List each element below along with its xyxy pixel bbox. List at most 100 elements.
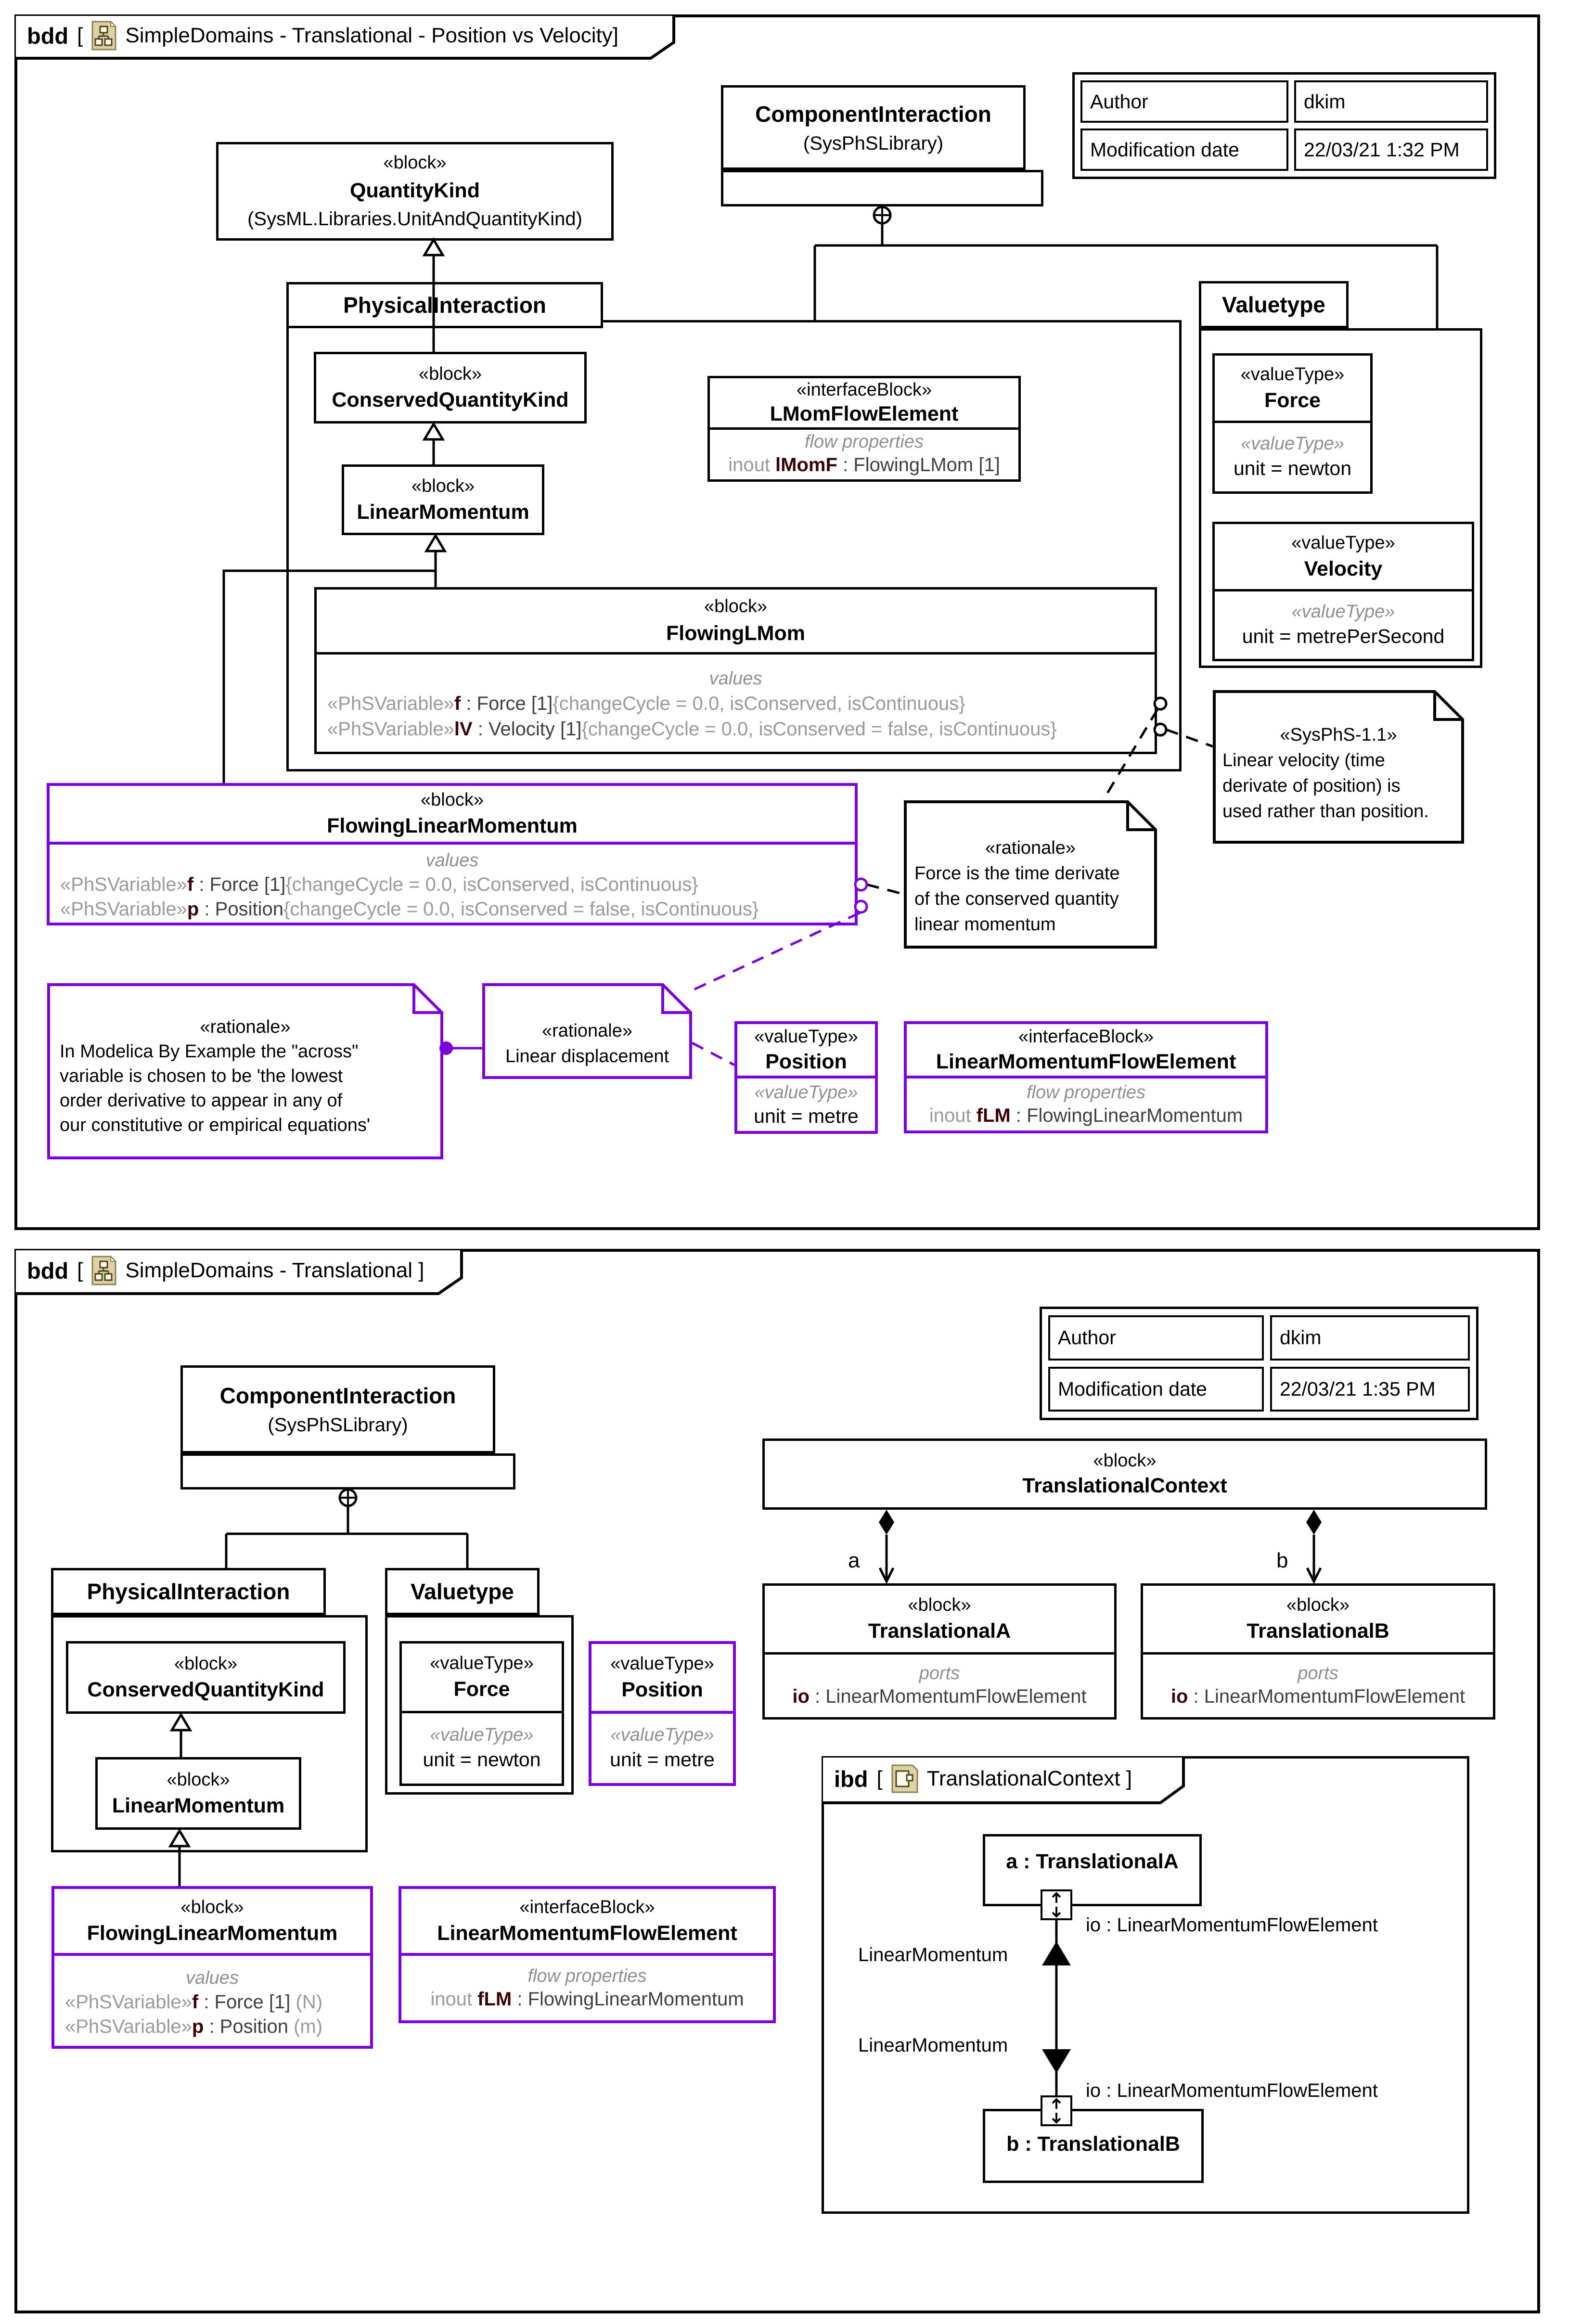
note-rationale-force[interactable]: «rationale» Force is the time derivate o…: [904, 800, 1157, 949]
port-row: io : LinearMomentumFlowElement: [1170, 1686, 1465, 1707]
block-name: LinearMomentumFlowElement: [437, 1921, 737, 1945]
block-name: LinearMomentum: [112, 1794, 285, 1817]
package-title: PhysicalInteraction: [343, 293, 546, 318]
flow-property-row: inout fLM : FlowingLinearMomentum: [929, 1105, 1243, 1126]
block-name: ConservedQuantityKind: [87, 1678, 324, 1701]
interfaceblock-linearmomentumflowelement-top[interactable]: «interfaceBlock» LinearMomentumFlowEleme…: [904, 1021, 1268, 1133]
valuetype-force-top[interactable]: «valueType» Force «valueType» unit = new…: [1212, 353, 1373, 494]
block-library: (SysPhSLibrary): [268, 1414, 408, 1436]
block-quantitykind[interactable]: «block» QuantityKind (SysML.Libraries.Un…: [216, 142, 614, 241]
block-flowinglinearmomentum-bottom[interactable]: «block» FlowingLinearMomentum values «Ph…: [51, 1886, 373, 2049]
block-name: Velocity: [1304, 557, 1383, 580]
valuetype-force-bottom[interactable]: «valueType» Force «valueType» unit = new…: [399, 1641, 564, 1786]
unit-value: unit = metre: [610, 1748, 715, 1771]
part-b-translationalb[interactable]: b : TranslationalB: [983, 2109, 1204, 2183]
compartment-label: flow properties: [1026, 1082, 1146, 1103]
author-value-cell: dkim: [1270, 1315, 1470, 1361]
tab-title: SimpleDomains - Translational - Position…: [125, 24, 619, 47]
author-value-cell: dkim: [1294, 80, 1488, 123]
moddate-value-cell: 22/03/21 1:32 PM: [1294, 128, 1488, 171]
port-direction-icon: [1052, 1892, 1061, 1918]
block-conservedquantitykind-top[interactable]: «block» ConservedQuantityKind: [314, 352, 587, 424]
author-table-top[interactable]: Author dkim Modification date 22/03/21 1…: [1072, 72, 1496, 179]
stereotype-gray: «valueType»: [430, 1725, 534, 1745]
author-label-cell: Author: [1080, 80, 1288, 123]
valuetype-position-bottom[interactable]: «valueType» Position «valueType» unit = …: [589, 1641, 736, 1786]
block-conservedquantitykind-bottom[interactable]: «block» ConservedQuantityKind: [66, 1641, 346, 1714]
compartment-label: ports: [1298, 1663, 1338, 1683]
block-componentinteraction-bottom[interactable]: ComponentInteraction (SysPhSLibrary): [180, 1365, 495, 1453]
tab-shape: [14, 14, 675, 60]
tab-open-bracket: [: [77, 24, 83, 47]
package-physicalinteraction-top[interactable]: PhysicalInteraction: [286, 282, 603, 328]
flow-property-row: inout lMomF : FlowingLMom [1]: [728, 454, 1000, 475]
block-name: TranslationalB: [1247, 1619, 1389, 1643]
tab-polygon: [14, 1249, 463, 1295]
unit-value: unit = newton: [1233, 457, 1352, 479]
note-stereotype: «rationale»: [200, 1017, 291, 1037]
stereotype-gray: «valueType»: [754, 1082, 858, 1103]
block-name: ConservedQuantityKind: [332, 388, 569, 411]
bdd-frame-bottom-tab: bdd [ SimpleDomains - Translational ]: [14, 1249, 463, 1295]
tab-kind: bdd: [27, 1258, 69, 1284]
block-translationalcontext[interactable]: «block» TranslationalContext: [762, 1438, 1487, 1510]
port-a-io[interactable]: [1041, 1889, 1072, 1920]
block-library: (SysML.Libraries.UnitAndQuantityKind): [247, 208, 582, 230]
stereotype: «block»: [167, 1769, 230, 1790]
note-line: used rather than position.: [1222, 801, 1429, 822]
block-translationalb[interactable]: «block» TranslationalB ports io : Linear…: [1141, 1583, 1495, 1720]
port-b-io[interactable]: [1041, 2095, 1072, 2126]
block-name: LinearMomentumFlowElement: [936, 1050, 1236, 1073]
bdd-frame-bottom: [14, 1249, 1540, 2313]
ibd-diagram-icon: [891, 1764, 918, 1793]
valuetype-position-top[interactable]: «valueType» Position «valueType» unit = …: [734, 1021, 878, 1134]
componentinteraction-top-compartment[interactable]: [721, 170, 1043, 206]
stereotype: «valueType»: [430, 1653, 534, 1673]
compartment-label: flow properties: [527, 1966, 647, 1986]
package-title: Valuetype: [411, 1579, 514, 1604]
value-row-p: «PhSVariable»p : Position{changeCycle = …: [60, 898, 759, 920]
value-row-f: «PhSVariable»f : Force [1]{changeCycle =…: [327, 693, 965, 714]
interfaceblock-lmomflowelement[interactable]: «interfaceBlock» LMomFlowElement flow pr…: [707, 376, 1021, 482]
compartment-label: values: [186, 1968, 239, 1988]
stereotype: «interfaceBlock»: [519, 1897, 655, 1917]
interfaceblock-linearmomentumflowelement-bottom[interactable]: «interfaceBlock» LinearMomentumFlowEleme…: [398, 1886, 776, 2023]
tab-label: bdd [ SimpleDomains - Translational ]: [14, 1249, 463, 1292]
block-componentinteraction-top[interactable]: ComponentInteraction (SysPhSLibrary): [721, 85, 1026, 170]
tab-open-bracket: [: [876, 1767, 883, 1790]
value-row-lv: «PhSVariable»lV : Velocity [1]{changeCyc…: [327, 719, 1057, 740]
note-rationale-modelica[interactable]: «rationale» In Modelica By Example the "…: [47, 983, 443, 1159]
package-physicalinteraction-bottom[interactable]: PhysicalInteraction: [51, 1568, 326, 1615]
block-name: Force: [453, 1678, 510, 1701]
block-name: TranslationalContext: [1022, 1474, 1227, 1497]
tab-kind: bdd: [27, 23, 69, 49]
block-flowinglmom[interactable]: «block» FlowingLMom values «PhSVariable»…: [314, 587, 1157, 754]
part-name: a : TranslationalA: [1006, 1850, 1179, 1873]
stereotype-gray: «valueType»: [1291, 601, 1395, 622]
note-rationale-lineardisplacement[interactable]: «rationale» Linear displacement: [482, 983, 692, 1079]
note-stereotype: «SysPhS-1.1»: [1280, 725, 1397, 745]
part-a-translationala[interactable]: a : TranslationalA: [983, 1834, 1202, 1906]
block-flowinglinearmomentum-top[interactable]: «block» FlowingLinearMomentum values «Ph…: [47, 783, 858, 925]
block-library: (SysPhSLibrary): [803, 132, 944, 154]
componentinteraction-bottom-compartment[interactable]: [180, 1453, 515, 1489]
stereotype: «block»: [174, 1653, 237, 1674]
block-translationala[interactable]: «block» TranslationalA ports io : Linear…: [762, 1583, 1117, 1720]
note-sysphs[interactable]: «SysPhS-1.1» Linear velocity (time deriv…: [1213, 690, 1464, 844]
package-valuetype-bottom[interactable]: Valuetype: [385, 1568, 540, 1615]
note-line: linear momentum: [914, 914, 1056, 935]
stereotype-gray: «valueType»: [1241, 433, 1344, 454]
block-linearmomentum-top[interactable]: «block» LinearMomentum: [342, 464, 544, 535]
flow-property-row: inout fLM : FlowingLinearMomentum: [430, 1989, 744, 2010]
stereotype: «block»: [180, 1897, 244, 1917]
note-shape: [47, 983, 443, 1159]
value-row-f: «PhSVariable»f : Force [1]{changeCycle =…: [60, 873, 698, 895]
package-title: PhysicalInteraction: [87, 1579, 290, 1604]
author-table-bottom[interactable]: Author dkim Modification date 22/03/21 1…: [1040, 1307, 1478, 1420]
package-valuetype-top[interactable]: Valuetype: [1199, 281, 1349, 328]
stereotype: «block»: [1286, 1595, 1350, 1615]
valuetype-velocity-top[interactable]: «valueType» Velocity «valueType» unit = …: [1212, 522, 1474, 661]
port-label-io-a: io : LinearMomentumFlowElement: [1086, 1914, 1378, 1936]
block-linearmomentum-bottom[interactable]: «block» LinearMomentum: [95, 1757, 301, 1830]
note-line: order derivative to appear in any of: [60, 1091, 343, 1111]
